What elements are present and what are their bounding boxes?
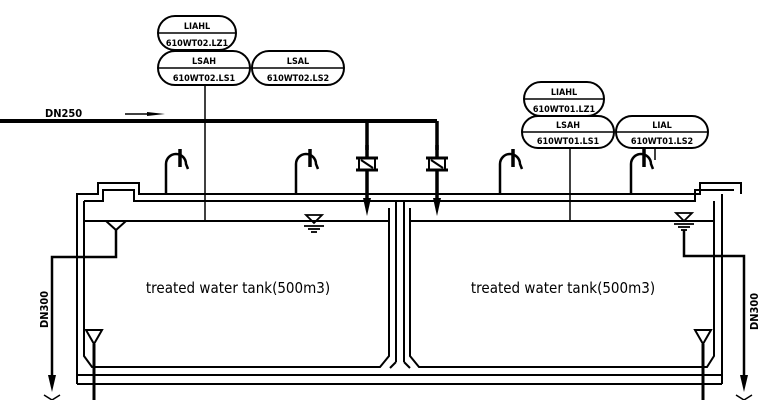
- instrument-function: LSAH: [556, 121, 580, 131]
- vent-gooseneck-icon: [294, 149, 320, 194]
- flow-arrow-icon: [48, 375, 56, 392]
- outlet-pipe-label-right: DN300: [748, 293, 761, 330]
- instrument-tag: 610WT01.LS2: [631, 137, 693, 147]
- check-valve-left: [356, 145, 378, 200]
- vent-gooseneck-icon: [629, 149, 655, 194]
- instrument-liahl-right[interactable]: LIAHL 610WT01.LZ1: [523, 81, 605, 117]
- inlet-pipe-label: DN250: [45, 107, 82, 120]
- water-level-icon: [303, 214, 325, 233]
- outlet-pipe-right: [682, 230, 746, 380]
- instrument-function: LIAHL: [184, 22, 210, 32]
- inlet-pipe: [0, 119, 439, 150]
- instrument-function: LIAHL: [551, 88, 577, 98]
- instrument-lsah-left[interactable]: LSAH 610WT02.LS1: [157, 50, 251, 86]
- vent-gooseneck-icon: [498, 149, 524, 194]
- instrument-tag: 610WT02.LS1: [173, 74, 236, 84]
- outlet-open-end-icon: [735, 394, 753, 400]
- tank-structure: [76, 182, 742, 385]
- suction-funnel-icon: [84, 329, 104, 400]
- flow-arrow-icon: [125, 112, 165, 116]
- tank-label-left: treated water tank(500m3): [146, 279, 330, 297]
- tank-label-right: treated water tank(500m3): [471, 279, 655, 297]
- instrument-function: LSAH: [192, 57, 216, 67]
- instrument-tag: 610WT02.LS2: [267, 74, 329, 84]
- instrument-function: LSAL: [287, 57, 309, 67]
- check-valve-right: [426, 145, 448, 200]
- vent-gooseneck-icon: [164, 149, 190, 194]
- instrument-tag: 610WT02.LZ1: [166, 39, 229, 49]
- flow-arrow-icon: [433, 198, 441, 216]
- instrument-lsah-right[interactable]: LSAH 610WT01.LS1: [521, 115, 615, 149]
- instrument-lsal-left[interactable]: LSAL 610WT02.LS2: [251, 50, 345, 86]
- instrument-tag: 610WT01.LS1: [537, 137, 600, 147]
- instrument-function: LIAL: [652, 121, 672, 131]
- flow-arrow-icon: [740, 375, 748, 392]
- instrument-lial-right[interactable]: LIAL 610WT01.LS2: [615, 115, 709, 149]
- instrument-liahl-left[interactable]: LIAHL 610WT02.LZ1: [157, 15, 237, 51]
- suction-funnel-icon: [693, 329, 713, 400]
- outlet-pipe-label-left: DN300: [38, 291, 51, 328]
- outlet-open-end-icon: [43, 394, 61, 400]
- tank-divider: [389, 201, 411, 369]
- instrument-tag: 610WT01.LZ1: [533, 105, 596, 115]
- outlet-pipe-left: [50, 220, 127, 380]
- flow-arrow-icon: [363, 198, 371, 216]
